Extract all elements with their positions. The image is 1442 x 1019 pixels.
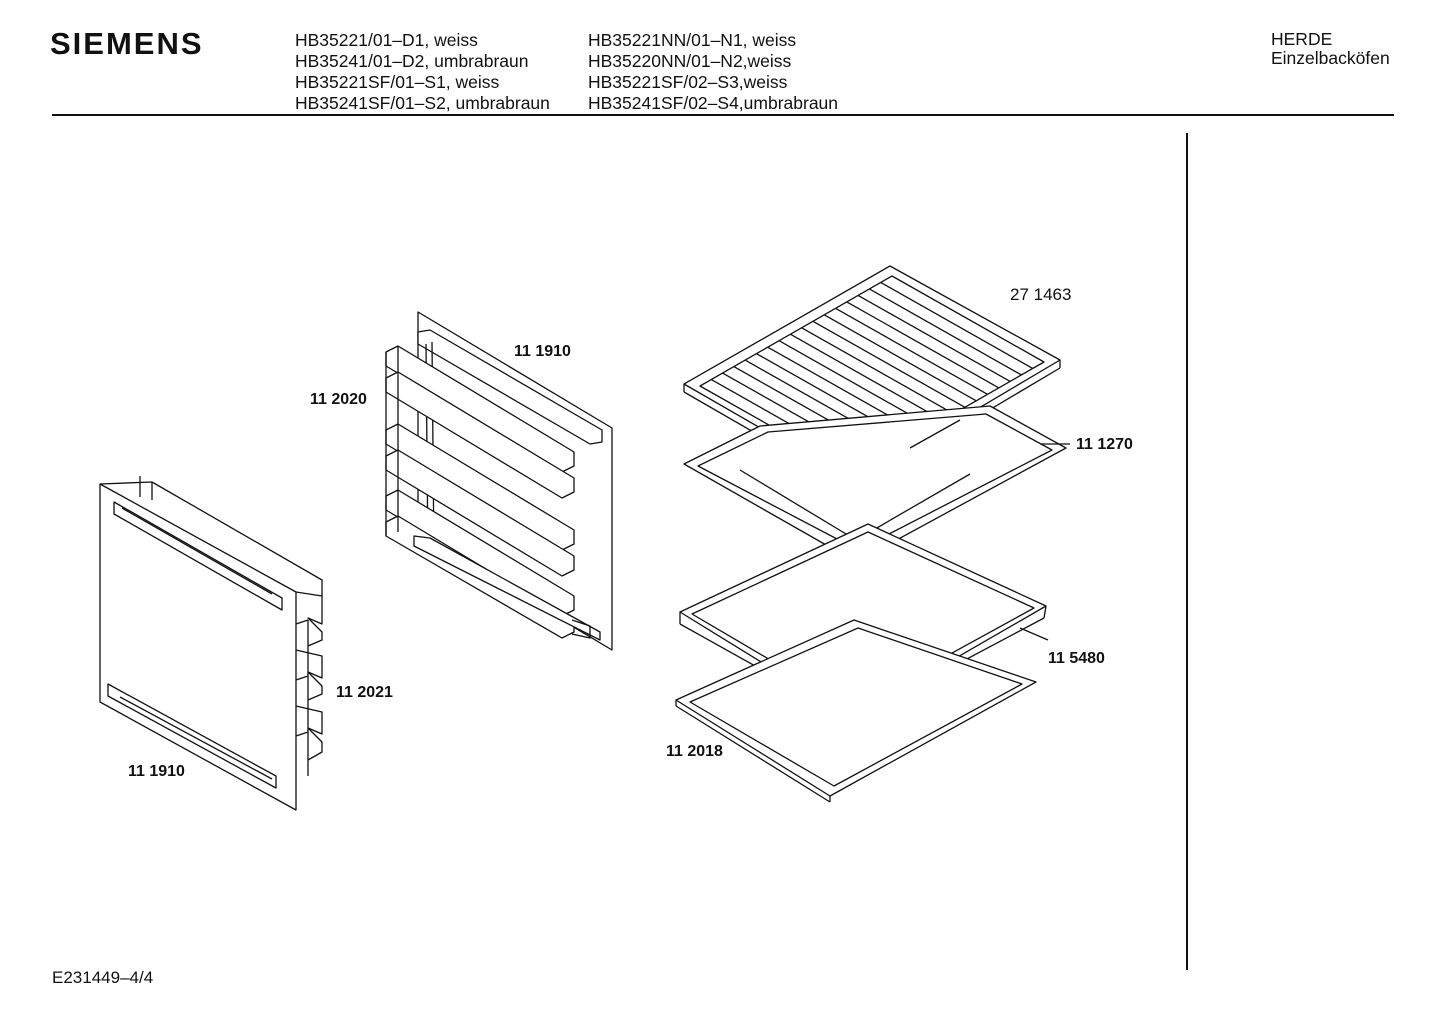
tray-frame (675, 619, 1037, 803)
rack-bar (790, 333, 943, 421)
model-entry: HB35220NN/01–N2,weiss (588, 51, 792, 71)
rack-bar (835, 307, 988, 395)
label-front-panel: 11 1910 (128, 763, 185, 780)
category-block: HERDE Einzelbacköfen (1271, 30, 1390, 68)
document-number: E231449–4/4 (52, 968, 154, 987)
rear-side-panel (385, 311, 613, 651)
siemens-logo: SIEMENS (50, 26, 204, 61)
rack-bar (778, 340, 932, 428)
leader-line (1019, 627, 1049, 641)
model-list-left: HB35221/01–D1, weiss HB35241/01–D2, umbr… (295, 30, 550, 114)
model-entry: HB35221SF/01–S1, weiss (295, 72, 500, 92)
rack-bar (857, 294, 1011, 382)
rack-bar (823, 314, 977, 402)
model-list-right: HB35221NN/01–N1, weiss HB35220NN/01–N2,w… (588, 30, 838, 114)
sidebar-divider (1186, 133, 1188, 970)
front-side-panel (99, 476, 323, 811)
label-enamel-tray: 11 1270 (1076, 436, 1133, 453)
rack-bar (801, 327, 954, 415)
rack-bar (846, 301, 1000, 389)
category-subtitle: Einzelbacköfen (1271, 48, 1390, 68)
label-grill-rack: 27 1463 (1010, 285, 1071, 304)
label-rear-rails: 11 2020 (310, 391, 367, 408)
header-divider (52, 114, 1394, 116)
rack-bar (880, 281, 1034, 370)
rack-bar (869, 288, 1022, 376)
label-front-rails: 11 2021 (336, 684, 393, 701)
model-entry: HB35241SF/01–S2, umbrabraun (295, 93, 550, 113)
model-entry: HB35221/01–D1, weiss (295, 30, 478, 50)
model-entry: HB35221SF/02–S3,weiss (588, 72, 788, 92)
model-entry: HB35221NN/01–N1, weiss (588, 30, 797, 50)
label-tray-frame: 11 2018 (666, 743, 723, 760)
rack-bar (812, 320, 966, 408)
model-entry: HB35241/01–D2, umbrabraun (295, 51, 529, 71)
label-baking-tray: 11 5480 (1048, 650, 1105, 667)
category-title: HERDE (1271, 29, 1333, 49)
model-entry: HB35241SF/02–S4,umbrabraun (588, 93, 839, 113)
label-rear-panel-top: 11 1910 (514, 343, 571, 360)
